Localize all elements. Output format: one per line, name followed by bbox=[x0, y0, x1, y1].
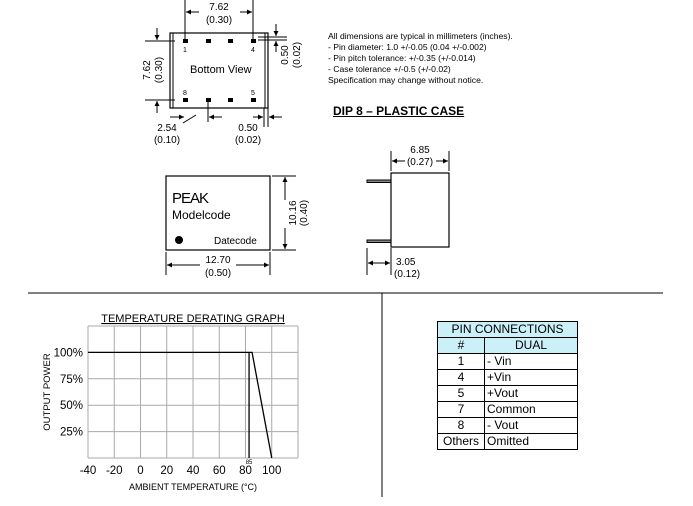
note-line: - Pin diameter: 1.0 +/-0.05 (0.04 +/-0.0… bbox=[328, 42, 487, 52]
x-tick-label: 20 bbox=[160, 465, 173, 477]
dim-label: 3.05 bbox=[396, 257, 416, 268]
table-row: 8- Vout bbox=[437, 417, 578, 434]
bottom-view-labels: Bottom View 1 4 8 5 7.62 (0.30) 7.62 (0.… bbox=[142, 2, 303, 146]
pin-function: - Vin bbox=[484, 353, 578, 370]
column-header: DUAL bbox=[484, 337, 578, 354]
dim-label: 0.50 bbox=[238, 123, 258, 134]
pin-number: 7 bbox=[437, 401, 485, 418]
dim-label: 7.62 bbox=[209, 2, 229, 13]
pin-number: 8 bbox=[437, 417, 485, 434]
note-line: - Pin pitch tolerance: +/-0.35 (+/-0.014… bbox=[328, 53, 476, 63]
top-view-labels: PEAK Modelcode Datecode 10.16 (0.40) 12.… bbox=[172, 190, 310, 279]
dim-label: 10.16 bbox=[288, 200, 299, 225]
bottom-view-label: Bottom View bbox=[190, 64, 252, 76]
dim-label: 7.62 bbox=[142, 60, 153, 80]
table-row: 5+Vout bbox=[437, 385, 578, 402]
pin-label: 4 bbox=[251, 47, 255, 54]
dim-label: (0.30) bbox=[206, 15, 232, 26]
dim-label: (0.02) bbox=[235, 135, 261, 146]
x-tick-label: 100 bbox=[262, 465, 281, 477]
dim-label: (0.40) bbox=[299, 200, 310, 226]
x-tick-label: 40 bbox=[187, 465, 200, 477]
peak-logo: PEAK bbox=[172, 190, 209, 207]
dimension-notes: All dimensions are typical in millimeter… bbox=[328, 31, 513, 86]
pin-label: 1 bbox=[183, 47, 187, 54]
note-line: All dimensions are typical in millimeter… bbox=[328, 31, 513, 41]
dim-label: (0.12) bbox=[394, 269, 420, 280]
table-row: 4+Vin bbox=[437, 369, 578, 386]
y-tick-label: 50% bbox=[60, 400, 83, 412]
x-tick-label: -20 bbox=[106, 465, 123, 477]
note-line: Specification may change without notice. bbox=[328, 75, 484, 85]
pin-function: Common bbox=[484, 401, 578, 418]
x-axis-label: AMBIENT TEMPERATURE (°C) bbox=[129, 482, 257, 492]
table-row: 1- Vin bbox=[437, 353, 578, 370]
pin-function: Omitted bbox=[484, 433, 578, 450]
package-title: DIP 8 – PLASTIC CASE bbox=[333, 104, 465, 118]
dim-label: (0.02) bbox=[292, 42, 303, 68]
derating-line bbox=[88, 351, 273, 459]
dim-label: 0.50 bbox=[280, 45, 291, 65]
pin-label: 8 bbox=[183, 90, 187, 97]
y-tick-label: 25% bbox=[60, 427, 83, 439]
pin-number: 4 bbox=[437, 369, 485, 386]
dim-label: (0.30) bbox=[154, 57, 165, 83]
annotation-label: 85 bbox=[246, 460, 253, 466]
y-tick-label: 100% bbox=[54, 347, 83, 359]
dim-label: (0.50) bbox=[205, 268, 231, 279]
dim-label: 2.54 bbox=[157, 123, 177, 134]
y-tick-label: 75% bbox=[60, 374, 83, 386]
column-header: # bbox=[437, 337, 485, 354]
pin-function: +Vout bbox=[484, 385, 578, 402]
x-tick-label: 60 bbox=[213, 465, 226, 477]
dim-label: 6.85 bbox=[410, 145, 430, 156]
pin-connections-table: PIN CONNECTIONS #DUAL 1- Vin 4+Vin 5+Vou… bbox=[437, 321, 578, 450]
dim-label: (0.27) bbox=[407, 157, 433, 168]
x-tick-label: -40 bbox=[80, 465, 97, 477]
pin-function: +Vin bbox=[484, 369, 578, 386]
pin-number: 5 bbox=[437, 385, 485, 402]
pin-number: 1 bbox=[437, 353, 485, 370]
pin-number: Others bbox=[437, 433, 485, 450]
note-line: - Case tolerance +/-0.5 (+/-0.02) bbox=[328, 64, 451, 74]
dim-label: (0.10) bbox=[154, 135, 180, 146]
datecode-label: Datecode bbox=[214, 236, 257, 247]
side-view-drawing bbox=[366, 151, 450, 275]
bottom-view-drawing bbox=[145, 0, 287, 127]
chart-title: TEMPERATURE DERATING GRAPH bbox=[101, 313, 285, 325]
x-tick-label: 80 bbox=[239, 465, 252, 477]
table-title: PIN CONNECTIONS bbox=[437, 321, 578, 338]
side-view-labels: 6.85 (0.27) 3.05 (0.12) bbox=[394, 145, 433, 280]
top-view-drawing bbox=[165, 175, 296, 275]
pin-function: - Vout bbox=[484, 417, 578, 434]
pin-label: 5 bbox=[251, 90, 255, 97]
dim-label: 12.70 bbox=[205, 255, 230, 266]
modelcode-label: Modelcode bbox=[172, 208, 231, 222]
y-axis-label: OUTPUT POWER bbox=[42, 353, 53, 431]
x-tick-label: 0 bbox=[137, 465, 143, 477]
derating-chart: TEMPERATURE DERATING GRAPH AMBIENT TEMPE… bbox=[42, 313, 299, 492]
